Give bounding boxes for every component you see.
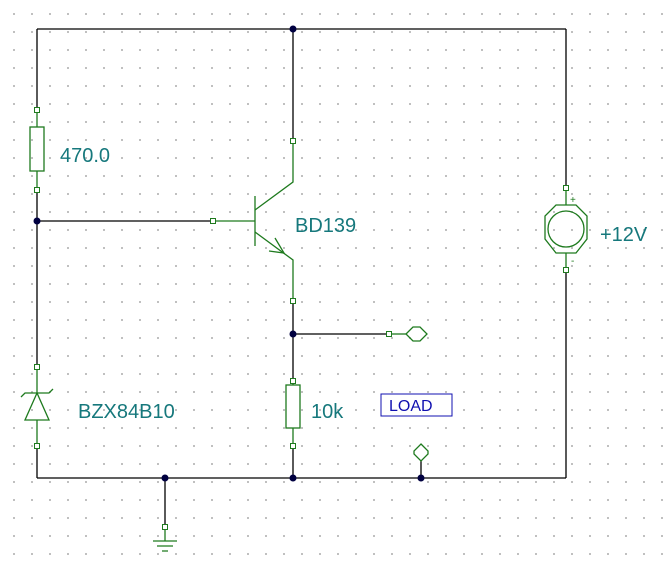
q1-pin-base — [210, 218, 216, 224]
junction-r2-bottom — [289, 474, 297, 482]
source-plus-sign: + — [570, 195, 576, 206]
junction-emitter — [289, 330, 297, 338]
load-label-text: LOAD — [389, 398, 433, 415]
ground-icon — [153, 540, 177, 552]
q1-collector-lead — [254, 144, 294, 211]
zener-model-label: BZX84B10 — [78, 401, 175, 423]
zener-diode[interactable]: BZX84B10 — [20, 364, 175, 449]
source-circle — [547, 210, 585, 248]
output-terminal[interactable] — [386, 326, 428, 342]
load-terminal[interactable] — [413, 443, 429, 462]
q1-emitter-arrow — [268, 237, 286, 254]
source-body — [544, 204, 588, 254]
zener-triangle — [23, 391, 51, 421]
resistor-r2[interactable]: 10k — [285, 378, 344, 449]
r1-pin-top — [34, 107, 40, 113]
r1-body — [29, 126, 45, 172]
load-terminal-body — [413, 443, 429, 462]
zener-bar — [20, 388, 54, 398]
ground-symbol[interactable] — [153, 524, 177, 552]
source-pin-plus — [563, 185, 569, 191]
output-terminal-body — [405, 326, 428, 342]
r2-body — [285, 384, 301, 429]
transistor-q1[interactable]: BD139 — [210, 138, 357, 304]
junction-top — [289, 25, 297, 33]
r1-value-label: 470.0 — [60, 145, 110, 167]
source-minus-sign: - — [571, 256, 574, 267]
load-label: LOAD — [380, 393, 453, 417]
ground-pin — [162, 524, 168, 530]
junction-base — [33, 217, 41, 225]
resistor-r1[interactable]: 470.0 — [29, 107, 110, 193]
zener-pin-anode — [34, 443, 40, 449]
load-label-box — [380, 393, 453, 417]
output-terminal-pin — [386, 331, 392, 337]
q1-model-label: BD139 — [295, 215, 356, 237]
q1-pin-emitter — [290, 298, 296, 304]
source-value-label: +12V — [600, 224, 648, 246]
r2-value-label: 10k — [311, 401, 344, 423]
junction-ground — [161, 474, 169, 482]
junctions — [33, 25, 425, 482]
junction-load — [417, 474, 425, 482]
r2-pin-top — [290, 378, 296, 384]
q1-emitter-lead — [254, 231, 294, 298]
voltage-source-12v[interactable]: + - +12V — [544, 185, 648, 273]
q1-pin-collector — [290, 138, 296, 144]
r1-pin-bottom — [34, 187, 40, 193]
source-pin-minus — [563, 267, 569, 273]
r2-pin-bottom — [290, 443, 296, 449]
zener-pin-cathode — [34, 364, 40, 370]
wires — [36, 28, 567, 527]
